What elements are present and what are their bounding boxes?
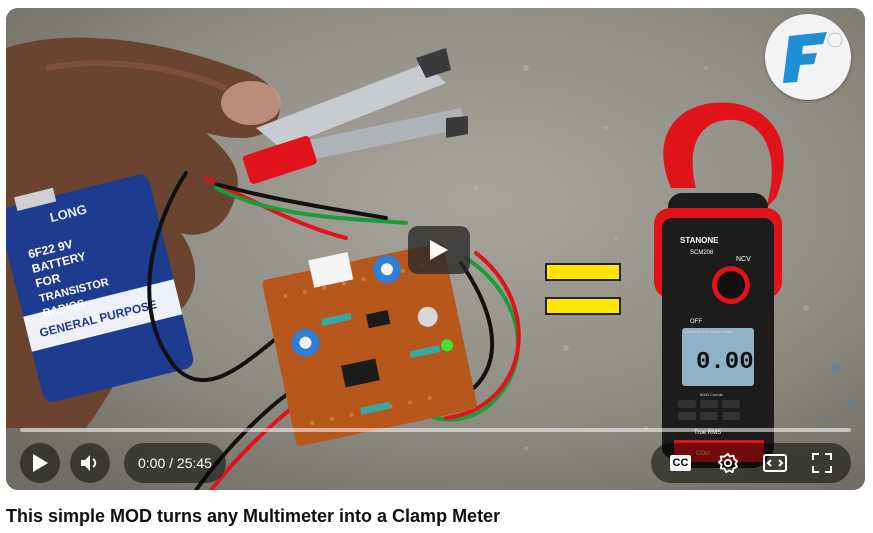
time-text: 0:00 / 25:45	[124, 455, 226, 471]
meter-spec: 1000A AC/DC Clamp Meter	[684, 329, 733, 334]
theater-mode-button[interactable]	[755, 443, 795, 483]
video-player[interactable]: LONG 6F22 9V BATTERY FOR TRANSISTOR RADI…	[6, 8, 865, 490]
channel-logo[interactable]	[765, 14, 851, 100]
play-button[interactable]	[20, 443, 60, 483]
time-display: 0:00 / 25:45	[124, 443, 226, 483]
video-thumbnail: LONG 6F22 9V BATTERY FOR TRANSISTOR RADI…	[6, 8, 865, 490]
gear-icon	[717, 452, 738, 474]
captions-button[interactable]: CC	[661, 443, 701, 483]
meter-model: SCM208	[690, 250, 714, 256]
meter-reading: 0.00	[696, 349, 754, 376]
play-icon	[430, 240, 448, 260]
fullscreen-icon	[811, 453, 832, 473]
progress-bar[interactable]	[20, 428, 851, 432]
meter-true-rms: True RMS	[694, 430, 721, 436]
channel-logo-icon	[783, 32, 843, 83]
battery-line-3: FOR	[34, 271, 62, 291]
right-controls: CC	[651, 443, 851, 483]
center-play-button[interactable]	[408, 226, 470, 274]
volume-button[interactable]	[70, 443, 110, 483]
circuit-board	[262, 242, 478, 447]
duration: 25:45	[176, 455, 212, 471]
meter-off-label: OFF	[690, 319, 702, 325]
fullscreen-button[interactable]	[802, 443, 842, 483]
cc-icon: CC	[669, 455, 692, 471]
video-title[interactable]: This simple MOD turns any Multimeter int…	[6, 506, 501, 526]
meter-ncv: NCV	[736, 256, 751, 263]
settings-button[interactable]	[708, 443, 748, 483]
battery-9v: LONG 6F22 9V BATTERY FOR TRANSISTOR RADI…	[6, 174, 194, 402]
current-time: 0:00	[138, 455, 166, 471]
volume-icon	[81, 455, 97, 471]
time-separator: /	[165, 455, 177, 471]
equals-bottom-bar	[545, 297, 621, 315]
equals-top-bar	[545, 263, 621, 281]
meter-counts: 6000 Counts	[700, 392, 723, 397]
alligator-clip	[242, 48, 468, 184]
theater-mode-icon	[762, 454, 787, 472]
play-icon	[33, 454, 48, 472]
meter-brand: STANONE	[680, 236, 719, 245]
